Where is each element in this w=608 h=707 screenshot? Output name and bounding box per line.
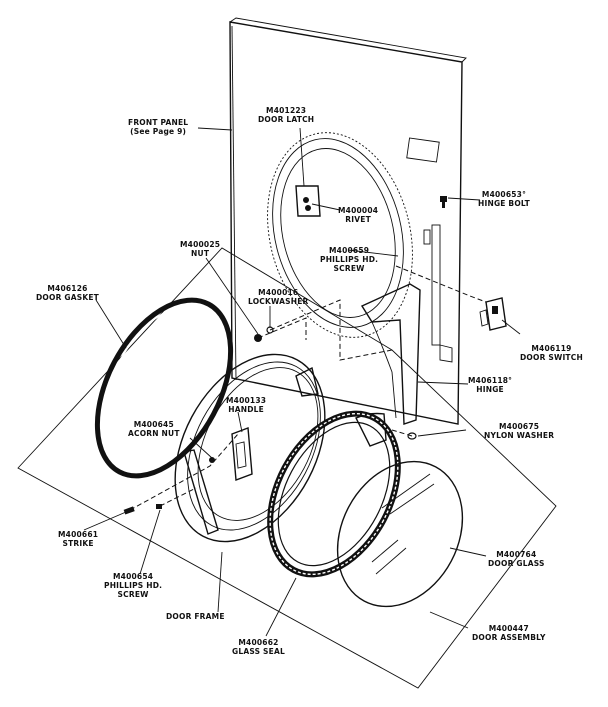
label-lockwasher: M400016 LOCKWASHER bbox=[248, 288, 309, 306]
label-hinge: M406118° HINGE bbox=[468, 376, 512, 394]
label-door-frame: DOOR FRAME bbox=[166, 612, 225, 621]
label-handle: M400133 HANDLE bbox=[226, 396, 266, 414]
label-line: LOCKWASHER bbox=[248, 297, 309, 306]
label-line: M400025 bbox=[180, 240, 221, 249]
label-line: DOOR SWITCH bbox=[520, 353, 583, 362]
strike-and-screw bbox=[123, 504, 162, 515]
label-line: STRIKE bbox=[62, 539, 94, 548]
glass-seal bbox=[267, 410, 401, 578]
label-line: DOOR LATCH bbox=[258, 115, 315, 124]
label-acorn-nut: M400645 ACORN NUT bbox=[128, 420, 180, 438]
label-hinge-bolt: M400653° HINGE BOLT bbox=[478, 190, 530, 208]
label-line: M400447 bbox=[488, 624, 529, 633]
label-line: RIVET bbox=[345, 215, 371, 224]
label-phillips-screw-top: M400659 PHILLIPS HD. SCREW bbox=[320, 246, 378, 273]
label-line: M400654 bbox=[113, 572, 154, 581]
hinge-bolt bbox=[440, 196, 447, 208]
acorn-nut bbox=[209, 457, 215, 463]
label-line: M400675 bbox=[499, 422, 540, 431]
label-door-switch: M406119 DOOR SWITCH bbox=[520, 344, 583, 362]
nut-and-lockwasher bbox=[254, 326, 274, 342]
door-frame bbox=[174, 353, 326, 543]
label-line: DOOR GASKET bbox=[36, 293, 99, 302]
label-phillips-screw-bottom: M400654 PHILLIPS HD. SCREW bbox=[104, 572, 162, 599]
label-line: M400653° bbox=[481, 190, 527, 199]
label-line: SCREW bbox=[333, 264, 365, 273]
label-line: (See Page 9) bbox=[130, 127, 187, 136]
label-line: M406119 bbox=[531, 344, 572, 353]
label-line: ACORN NUT bbox=[128, 429, 180, 438]
label-line: GLASS SEAL bbox=[232, 647, 285, 656]
door-latch bbox=[295, 185, 321, 217]
door-assembly-outline bbox=[17, 247, 557, 689]
label-rivet: M400004 RIVET bbox=[338, 206, 378, 224]
label-line: M400645 bbox=[133, 420, 174, 429]
assembly-lines bbox=[129, 265, 487, 511]
label-line: M400133 bbox=[226, 396, 267, 405]
label-line: FRONT PANEL bbox=[128, 118, 189, 127]
leader-lines bbox=[83, 127, 521, 637]
label-strike: M400661 STRIKE bbox=[58, 530, 98, 548]
door-glass bbox=[336, 460, 464, 608]
label-door-glass: M400764 DOOR GLASS bbox=[488, 550, 545, 568]
label-line: M401223 bbox=[266, 106, 307, 115]
hinge bbox=[355, 283, 421, 447]
label-line: DOOR ASSEMBLY bbox=[472, 633, 546, 642]
label-line: PHILLIPS HD. bbox=[104, 581, 163, 590]
label-glass-seal: M400662 GLASS SEAL bbox=[232, 638, 285, 656]
label-line: HANDLE bbox=[228, 405, 264, 414]
label-nut: M400025 NUT bbox=[180, 240, 220, 258]
label-line: M400662 bbox=[238, 638, 279, 647]
label-line: M400016 bbox=[258, 288, 299, 297]
label-line: M400659 bbox=[329, 246, 370, 255]
label-door-latch: M401223 DOOR LATCH bbox=[258, 106, 314, 124]
label-front-panel: FRONT PANEL (See Page 9) bbox=[128, 118, 188, 136]
label-line: M406118° bbox=[468, 376, 513, 385]
label-nylon-washer: M400675 NYLON WASHER bbox=[484, 422, 554, 440]
door-gasket bbox=[94, 297, 234, 479]
label-door-gasket: M406126 DOOR GASKET bbox=[36, 284, 99, 302]
label-line: NUT bbox=[191, 249, 210, 258]
label-door-assembly: M400447 DOOR ASSEMBLY bbox=[472, 624, 546, 642]
handle bbox=[231, 427, 253, 481]
label-line: M400661 bbox=[58, 530, 99, 539]
label-line: HINGE BOLT bbox=[478, 199, 530, 208]
label-line: SCREW bbox=[117, 590, 149, 599]
label-line: M400764 bbox=[496, 550, 537, 559]
label-line: DOOR FRAME bbox=[166, 612, 225, 621]
label-line: NYLON WASHER bbox=[484, 431, 555, 440]
label-line: PHILLIPS HD. bbox=[320, 255, 379, 264]
label-line: DOOR GLASS bbox=[488, 559, 545, 568]
door-switch bbox=[479, 297, 507, 331]
label-line: HINGE bbox=[476, 385, 504, 394]
label-line: M406126 bbox=[47, 284, 88, 293]
label-line: M400004 bbox=[338, 206, 379, 215]
front-panel bbox=[229, 17, 467, 425]
